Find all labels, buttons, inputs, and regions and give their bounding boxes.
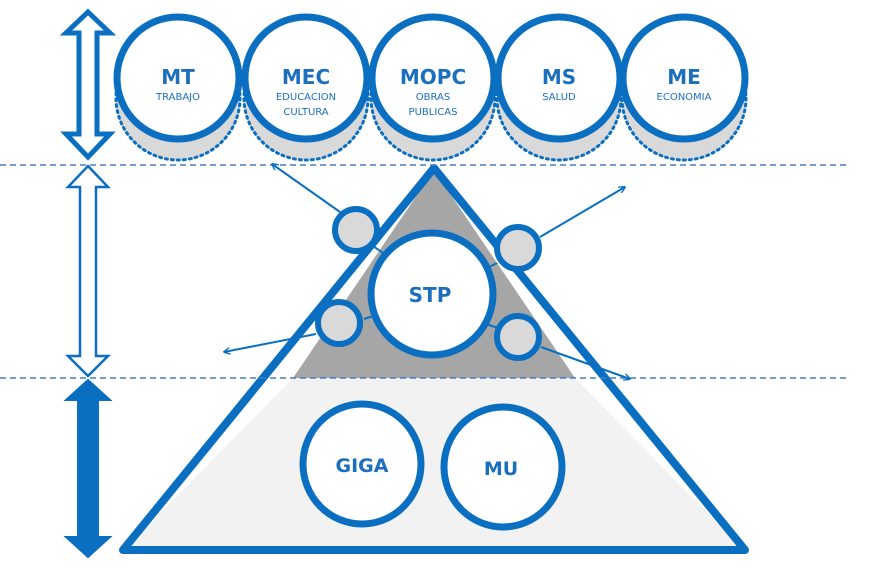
ministry-abbr: MEC xyxy=(282,65,330,89)
ministry-name: TRABAJO xyxy=(155,92,200,103)
ministry-abbr: MS xyxy=(542,65,576,89)
pyramid-bottom xyxy=(125,378,743,549)
satellite-node xyxy=(494,224,542,272)
level-arrow-middle xyxy=(64,164,112,378)
satellite-node xyxy=(332,206,380,254)
ministry-ms: MS SALUD xyxy=(494,13,624,143)
ministry-name: PUBLICAS xyxy=(409,107,458,118)
ministry-abbr: ME xyxy=(667,65,701,89)
ministry-name: OBRAS xyxy=(416,92,450,103)
ministry-mopc: MOPC OBRAS PUBLICAS xyxy=(368,13,498,143)
ministry-mec: MEC EDUCACION CULTURA xyxy=(241,13,371,143)
giga-node: GIGA xyxy=(299,400,425,528)
mu-label: MU xyxy=(484,458,518,480)
ministry-abbr: MT xyxy=(161,65,195,89)
base-nodes: GIGA MU xyxy=(299,400,566,531)
satellites xyxy=(315,206,542,361)
arrow-to-right-bottom xyxy=(540,346,630,379)
ministry-circles: MT TRABAJO MEC EDUCACION CULTURA MOPC OB… xyxy=(113,13,749,143)
ministry-name: CULTURA xyxy=(283,107,328,118)
level-arrow-bottom xyxy=(63,378,113,559)
ministry-name: EDUCACION xyxy=(276,92,336,103)
level-arrow-top xyxy=(59,8,117,161)
satellite-node xyxy=(494,313,542,361)
ministry-mt: MT TRABAJO xyxy=(113,13,243,143)
mu-node: MU xyxy=(440,403,566,531)
stp-label: STP xyxy=(409,283,452,307)
stp-node: STP xyxy=(367,229,497,359)
arrow-to-mec xyxy=(272,164,341,213)
pyramid xyxy=(119,164,749,554)
satellite-node xyxy=(315,299,363,347)
ministry-name: ECONOMIA xyxy=(657,92,712,103)
ministry-me: ME ECONOMIA xyxy=(619,13,749,143)
arrow-to-right-top xyxy=(539,187,625,238)
ministry-abbr: MOPC xyxy=(400,65,466,89)
pyramid-outline xyxy=(119,164,749,554)
level-arrows xyxy=(59,8,117,559)
arrow-to-left xyxy=(224,333,317,352)
giga-label: GIGA xyxy=(336,455,389,477)
ministry-name: SALUD xyxy=(542,92,576,103)
